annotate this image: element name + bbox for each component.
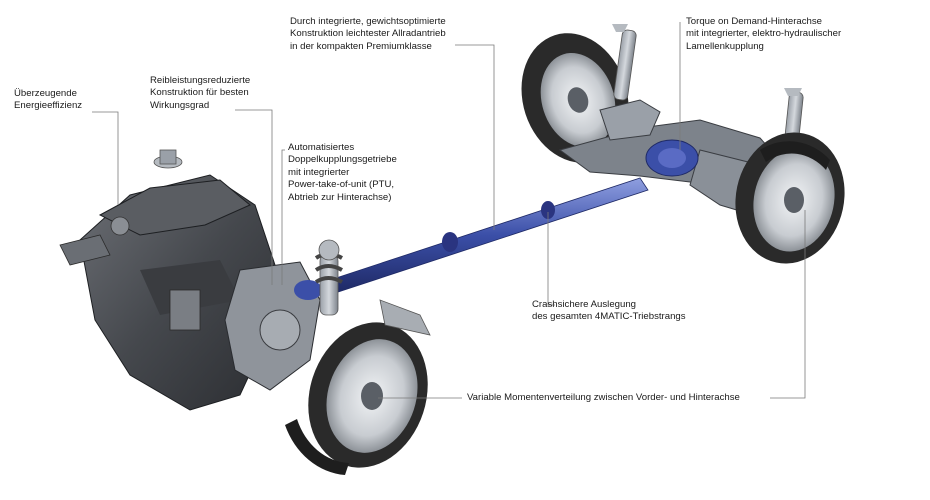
engine-strut-mount bbox=[153, 149, 183, 169]
front-wheel bbox=[285, 299, 431, 475]
rear-left-wheel bbox=[521, 33, 629, 163]
callout-dual-clutch-gearbox: Automatisiertes Doppelkupplungsgetriebe … bbox=[288, 142, 397, 203]
callout-energy-efficiency: Überzeugende Energieeffizienz bbox=[14, 88, 83, 112]
rear-right-wheel bbox=[735, 132, 845, 264]
callout-lightweight-awd: Durch integrierte, gewichtsoptimierte Ko… bbox=[290, 16, 446, 52]
callout-variable-torque-distribution: Variable Momentenverteilung zwischen Vor… bbox=[467, 392, 740, 403]
callout-friction-reduced-design: Reibleistungsreduzierte Konstruktion für… bbox=[150, 75, 251, 111]
leader-awd bbox=[455, 44, 495, 230]
leader-friction bbox=[235, 109, 273, 285]
callout-torque-on-demand-rear-axle: Torque on Demand-Hinterachse mit integri… bbox=[686, 16, 842, 52]
gearbox bbox=[224, 261, 322, 391]
leader-crash bbox=[547, 212, 555, 306]
leader-variable-right bbox=[770, 210, 806, 399]
leader-lines bbox=[92, 22, 806, 399]
leader-efficiency bbox=[92, 111, 119, 205]
front-strut bbox=[314, 239, 343, 316]
leader-gearbox bbox=[281, 149, 285, 285]
callout-crash-safe-drivetrain: Crashsichere Auslegung des gesamten 4MAT… bbox=[532, 299, 686, 323]
